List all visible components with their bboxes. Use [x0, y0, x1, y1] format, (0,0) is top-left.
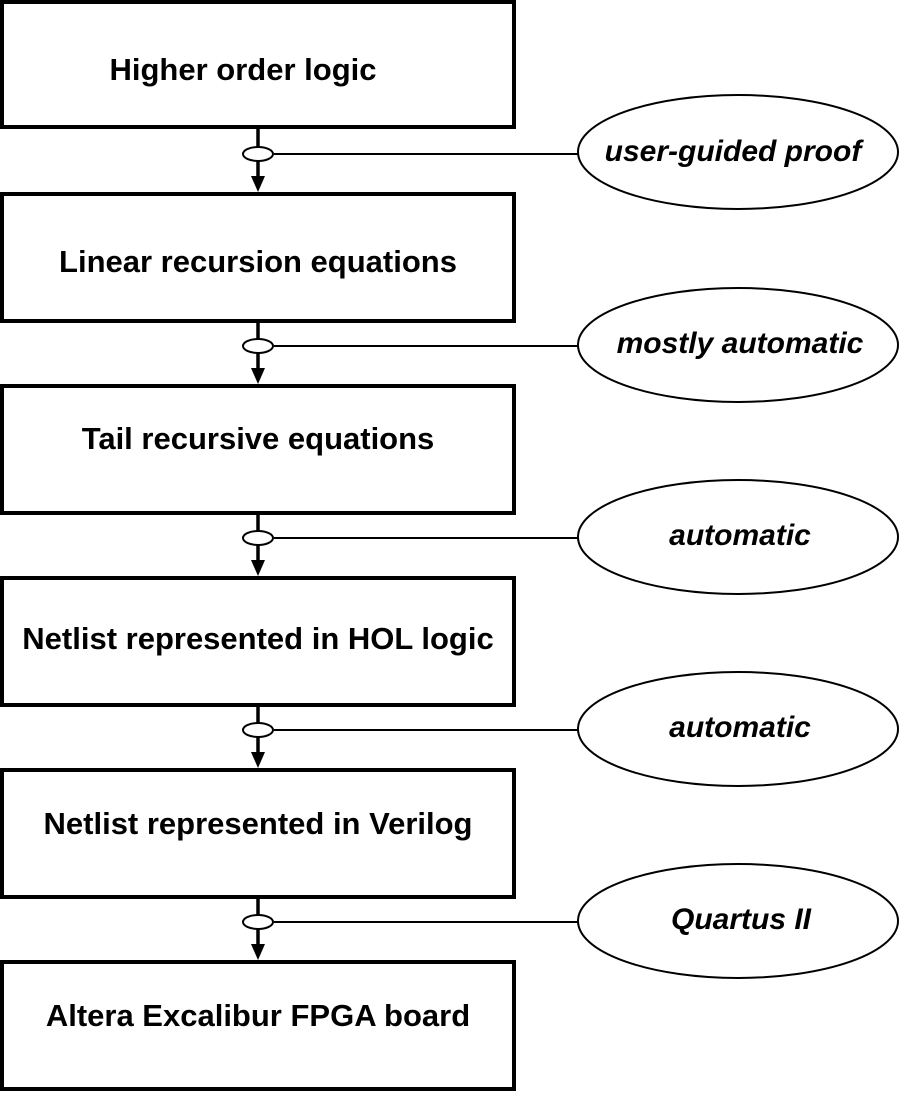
arrow-head-icon	[251, 752, 265, 768]
method-label: user-guided proof	[605, 135, 865, 168]
method-oval	[577, 94, 899, 210]
arrow-head-icon	[251, 176, 265, 192]
method-label: Quartus II	[671, 903, 812, 936]
transition: mostly automatic	[242, 287, 899, 403]
stage-label: Tail recursive equations	[82, 421, 435, 456]
method-oval	[577, 863, 899, 979]
stage-box: Tail recursive equations	[0, 384, 516, 515]
junction-marker-icon	[242, 722, 274, 738]
stage-box: Linear recursion equations	[0, 192, 516, 323]
transition: automatic	[242, 479, 899, 595]
method-label: mostly automatic	[617, 327, 864, 360]
stage-box: Netlist represented in HOL logic	[0, 576, 516, 707]
arrow-head-icon	[251, 944, 265, 960]
method-oval	[577, 287, 899, 403]
transition: user-guided proof	[242, 94, 899, 210]
stage-box: Netlist represented in Verilog	[0, 768, 516, 899]
junction-marker-icon	[242, 338, 274, 354]
arrow-head-icon	[251, 560, 265, 576]
stage-label: Altera Excalibur FPGA board	[46, 998, 470, 1033]
method-oval	[577, 479, 899, 595]
junction-marker-icon	[242, 914, 274, 930]
stage-box: Altera Excalibur FPGA board	[0, 960, 516, 1091]
transition: Quartus II	[242, 863, 899, 979]
stage-box: Higher order logic	[0, 0, 516, 129]
method-label: automatic	[669, 711, 811, 744]
method-oval	[577, 671, 899, 787]
transition: automatic	[242, 671, 899, 787]
arrow-head-icon	[251, 368, 265, 384]
stage-label: Netlist represented in HOL logic	[22, 621, 493, 656]
stage-label: Linear recursion equations	[59, 244, 457, 279]
method-label: automatic	[669, 519, 811, 552]
stage-label: Netlist represented in Verilog	[44, 806, 473, 841]
junction-marker-icon	[242, 146, 274, 162]
stage-label: Higher order logic	[110, 52, 377, 87]
junction-marker-icon	[242, 530, 274, 546]
